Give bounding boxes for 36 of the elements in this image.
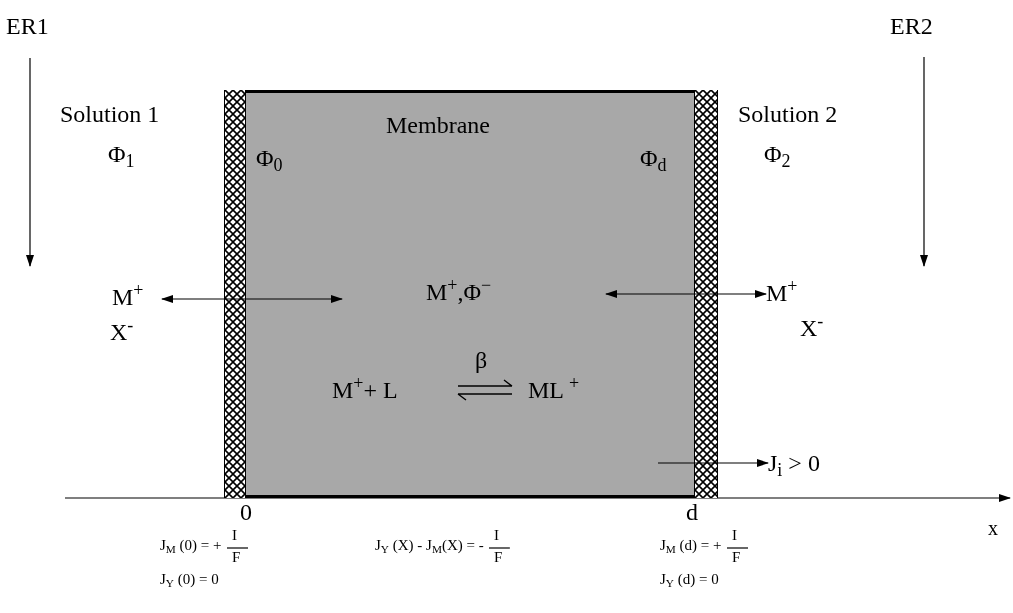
axis-tick-label: 0: [240, 500, 252, 524]
marker-label: ER2: [890, 14, 933, 38]
species-label: X$^{-}$: [110, 320, 134, 344]
potential-label: Φ$_{d}$: [640, 146, 667, 170]
membrane-label: Membrane: [386, 111, 490, 140]
equation-label: ML $^{+}$: [528, 378, 580, 402]
fraction-denominator: F: [732, 550, 741, 565]
solution-label: Solution 2: [738, 102, 838, 126]
fraction-numerator: I: [232, 528, 237, 543]
equation-label: J$_{Y}$ (X) - J$_{M}$(X) = -: [375, 538, 484, 553]
membrane: [246, 90, 694, 498]
equation-label: J$_{Y}$ (d) = 0: [660, 572, 719, 587]
fraction-denominator: F: [494, 550, 503, 565]
equation-label: J$_{Y}$ (0) = 0: [160, 572, 219, 587]
equation-label: J$_{M}$ (0) = +: [160, 538, 222, 553]
species-label: M$^{+}$: [766, 276, 798, 310]
marker-label: ER1: [6, 14, 49, 38]
axis-tick-label: d: [686, 500, 698, 524]
axis-label: x: [988, 518, 998, 538]
solution-label: Solution 1: [60, 102, 160, 126]
arrow: [161, 295, 343, 303]
potential-label: Φ$_{1}$: [108, 142, 135, 166]
constant-label: β: [475, 348, 488, 372]
equation-label: M$^{+}$+ L: [332, 378, 398, 402]
fraction-denominator: F: [232, 550, 241, 565]
arrow: [605, 290, 767, 298]
potential-label: Φ$_{2}$: [764, 142, 791, 166]
fraction-numerator: I: [732, 528, 737, 543]
potential-label: Φ$_{0}$: [256, 146, 283, 170]
species-label: M$^{+}$,Φ$^{−}$: [426, 280, 492, 304]
equation-label: J$_{M}$ (d) = +: [660, 538, 722, 553]
species-label: X$^{-}$: [800, 316, 824, 340]
species-label: M$^{+}$: [112, 280, 144, 314]
fraction-numerator: I: [494, 528, 499, 543]
species-label: J$_{i}$ > 0: [768, 446, 820, 480]
arrow: [657, 459, 769, 467]
